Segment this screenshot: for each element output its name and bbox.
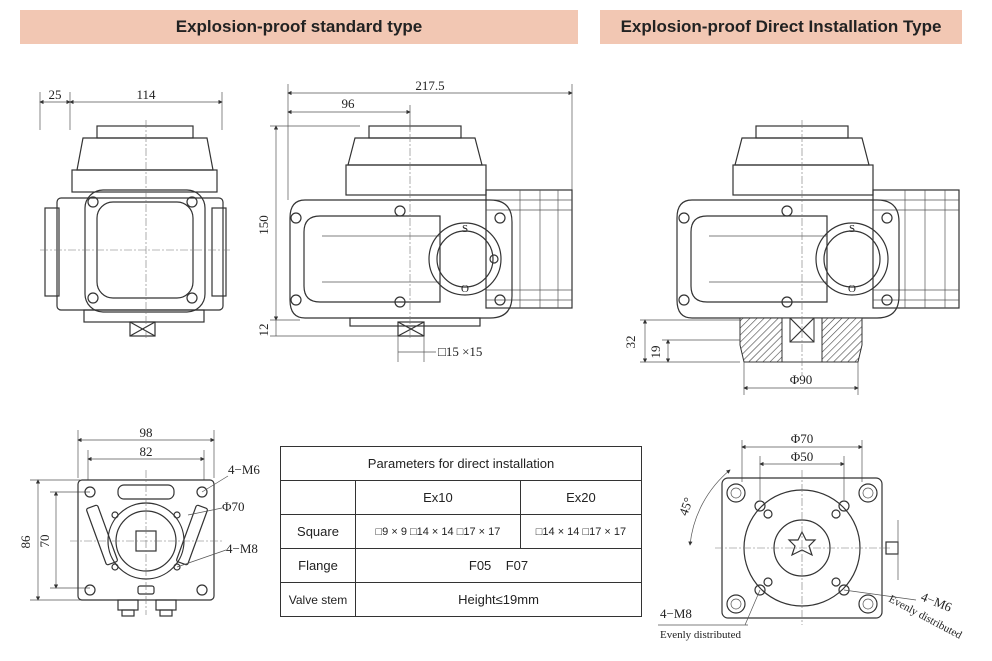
dim-phi90: Φ90 — [790, 372, 813, 387]
label-flange-4-m8: 4−M8 — [660, 606, 692, 621]
dim-217-5: 217.5 — [415, 78, 444, 93]
square-ex10: □9 × 9 □14 × 14 □17 × 17 — [355, 514, 521, 549]
params-col-ex10: Ex10 — [355, 480, 521, 515]
svg-text:O: O — [848, 283, 856, 295]
params-table: Parameters for direct installation Ex10 … — [280, 446, 643, 617]
label-45-deg: 45° — [676, 495, 696, 517]
row-label-valve-stem: Valve stem — [280, 582, 356, 617]
dim-square-15: □15 ×15 — [438, 344, 482, 359]
dim-phi70-flange: Φ70 — [791, 431, 814, 446]
square-ex20: □14 × 14 □17 × 17 — [519, 514, 643, 549]
dim-19: 19 — [648, 346, 663, 359]
dim-86: 86 — [18, 535, 33, 549]
dim-32: 32 — [623, 336, 638, 349]
row-label-flange: Flange — [280, 548, 356, 583]
label-4-m8: 4−M8 — [226, 541, 258, 556]
flange-value: F05 F07 — [355, 548, 642, 583]
params-header-empty — [280, 480, 356, 515]
params-col-ex20: Ex20 — [519, 480, 643, 515]
row-label-square: Square — [280, 514, 356, 549]
params-title: Parameters for direct installation — [280, 446, 642, 481]
header-direct-type: Explosion-proof Direct Installation Type — [600, 10, 962, 44]
label-flange-m8-note: Evenly distributed — [660, 629, 741, 641]
label-phi70: Φ70 — [222, 499, 245, 514]
dim-98: 98 — [140, 425, 153, 440]
dim-25: 25 — [49, 87, 62, 102]
svg-text:S: S — [462, 223, 468, 235]
header-standard-type: Explosion-proof standard type — [20, 10, 578, 44]
valve-stem-value: Height≤19mm — [355, 582, 642, 617]
svg-text:O: O — [461, 283, 469, 295]
dim-96: 96 — [342, 96, 356, 111]
dim-12: 12 — [256, 324, 271, 337]
dim-82: 82 — [140, 444, 153, 459]
dim-114: 114 — [136, 87, 156, 102]
label-4-m6: 4−M6 — [228, 462, 260, 477]
bottom-view: 98 82 86 70 4−M6 — [18, 425, 260, 617]
svg-text:S: S — [849, 223, 855, 235]
direct-side-view: S O 32 19 Φ90 — [623, 120, 960, 395]
dim-150: 150 — [256, 215, 271, 235]
dim-phi50-flange: Φ50 — [791, 449, 814, 464]
flange-view: Φ70 Φ50 45° 4−M6 Evenly distributed — [658, 431, 964, 642]
side-view: 217.5 96 150 12 S O — [256, 78, 573, 362]
front-view: 25 114 — [39, 87, 232, 340]
dim-70: 70 — [37, 535, 52, 548]
